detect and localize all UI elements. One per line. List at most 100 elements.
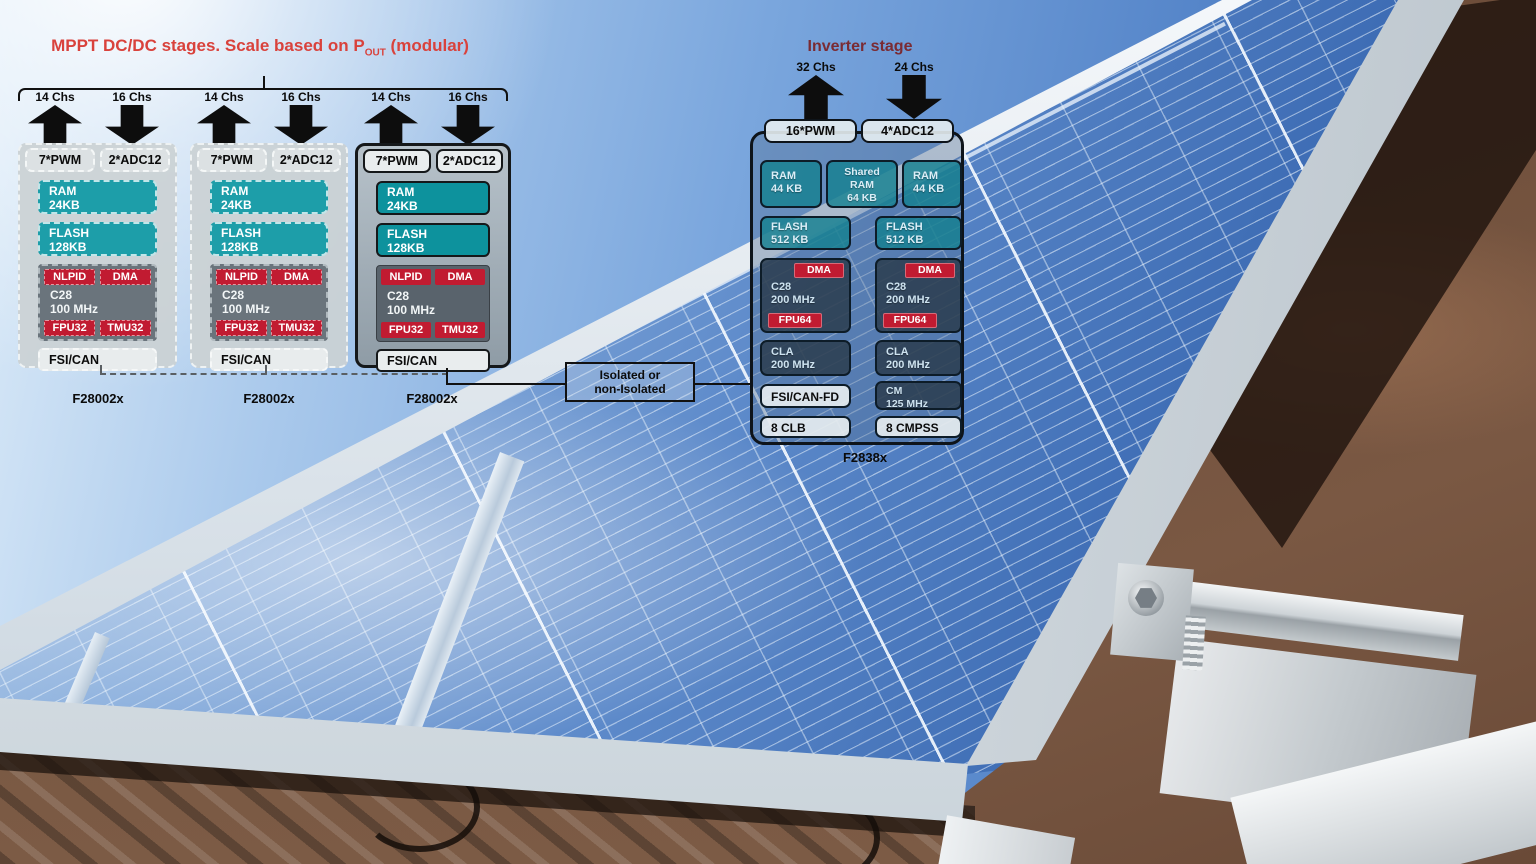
flash-label: FLASH	[771, 221, 808, 233]
nlpid-chip: NLPID	[381, 269, 431, 285]
ram-box: RAM 24KB	[38, 180, 157, 214]
cpu-cluster: NLPID DMA C28 100 MHz FPU32 TMU32	[210, 264, 328, 341]
cpu-speed: 200 MHz	[771, 294, 816, 307]
shared-ram-label: RAM	[850, 179, 874, 192]
cpu-name: C28	[50, 287, 73, 302]
cpu-cluster: NLPID DMA C28 100 MHz FPU32 TMU32	[376, 265, 490, 342]
channel-count-label: 16 Chs	[281, 90, 321, 104]
flash-label: FLASH	[387, 227, 427, 241]
cla-speed: 200 MHz	[886, 359, 931, 372]
title-text: (modular)	[385, 36, 469, 55]
cpu-name: C28	[387, 288, 410, 303]
cpu-label: C28 100 MHz	[381, 288, 485, 318]
ram-size-label: 44 KB	[771, 183, 803, 196]
fsi-can-box: FSI/CAN	[38, 348, 157, 371]
cpu-label: C28 100 MHz	[216, 287, 322, 317]
dma-chip: DMA	[99, 269, 151, 285]
ram-size-label: 24KB	[49, 197, 80, 212]
cpu-cluster: DMA C28 200 MHz FPU64	[760, 258, 851, 333]
flash-box: FLASH 128KB	[376, 223, 490, 257]
fpu32-chip: FPU32	[381, 322, 431, 338]
cpu-speed: 200 MHz	[886, 294, 931, 307]
channel-group: 16 Chs	[436, 90, 500, 145]
cpu-speed: 100 MHz	[222, 301, 271, 316]
modular-dashed-line	[100, 373, 448, 375]
flash-label: FLASH	[221, 226, 261, 240]
ram-box: RAM 44 KB	[760, 160, 822, 208]
nlpid-chip: NLPID	[44, 269, 96, 285]
cpu-name: C28	[886, 281, 907, 293]
fsi-can-box: FSI/CAN	[376, 349, 490, 372]
cable	[360, 762, 480, 852]
dma-chip: DMA	[905, 263, 955, 278]
bracket-tick	[263, 76, 265, 90]
ram-box: RAM 44 KB	[902, 160, 962, 208]
cla-speed: 200 MHz	[771, 359, 816, 372]
fsi-can-fd-box: FSI/CAN-FD	[760, 384, 851, 408]
ram-label: RAM	[913, 170, 939, 182]
cpu-name: C28	[222, 287, 245, 302]
cm-speed: 125 MHz	[886, 397, 929, 410]
fpu32-chip: FPU32	[44, 320, 96, 336]
mppt-section-title: MPPT DC/DC stages. Scale based on POUT (…	[20, 36, 500, 58]
ram-label: RAM	[771, 170, 797, 182]
up-arrow-icon	[788, 75, 844, 119]
pwm-io-box: 7*PWM	[197, 148, 267, 172]
cpu-cluster: NLPID DMA C28 100 MHz FPU32 TMU32	[38, 264, 157, 341]
pwm-io-box: 7*PWM	[363, 149, 431, 173]
flash-box: FLASH 128KB	[38, 222, 157, 256]
ram-label: RAM	[387, 185, 415, 199]
tmu32-chip: TMU32	[271, 320, 322, 336]
dma-chip: DMA	[435, 269, 485, 285]
mcu-module-f28002x: 7*PWM 2*ADC12 RAM 24KB FLASH 128KB NLPID…	[18, 143, 177, 371]
part-number-label: F28002x	[406, 391, 458, 406]
channel-group: 14 Chs	[359, 90, 423, 145]
connector-line	[446, 383, 566, 385]
cla-label: CLA	[771, 346, 794, 358]
adc-io-box: 2*ADC12	[271, 148, 341, 172]
channel-count-label: 14 Chs	[35, 90, 75, 104]
cla-label: CLA	[886, 346, 909, 358]
cpu-speed: 100 MHz	[387, 302, 436, 317]
cpu-name: C28	[771, 281, 792, 293]
isolated-link-box: Isolated or non-Isolated	[565, 362, 695, 402]
ram-box: RAM 24KB	[210, 180, 328, 214]
adc-io-box: 2*ADC12	[100, 148, 170, 172]
channel-count-label: 16 Chs	[112, 90, 152, 104]
cpu-cluster: DMA C28 200 MHz FPU64	[875, 258, 962, 333]
fpu64-chip: FPU64	[883, 313, 937, 328]
cla-box: CLA 200 MHz	[760, 340, 851, 376]
connector-line	[694, 383, 752, 385]
dma-chip: DMA	[271, 269, 322, 285]
cable	[740, 788, 880, 864]
dma-chip: DMA	[794, 263, 844, 278]
down-arrow-icon	[886, 75, 942, 119]
ram-label: RAM	[49, 184, 77, 198]
channel-count-label: 14 Chs	[371, 90, 411, 104]
up-arrow-icon	[28, 105, 82, 145]
shared-ram-box: Shared RAM 64 KB	[826, 160, 898, 208]
modular-dashed-stub	[265, 365, 267, 374]
fsi-can-box: FSI/CAN	[210, 348, 328, 371]
flash-size-label: 512 KB	[771, 234, 809, 247]
flash-box: FLASH 128KB	[210, 222, 328, 256]
flash-box: FLASH 512 KB	[875, 216, 962, 250]
pwm-io-box: 16*PWM	[764, 119, 857, 143]
link-label-line1: Isolated or	[599, 367, 661, 382]
channel-count-label: 16 Chs	[448, 90, 488, 104]
channel-group: 16 Chs	[100, 90, 164, 145]
cpu-label: C28 200 MHz	[886, 281, 960, 307]
channel-group: 24 Chs	[882, 60, 946, 119]
ram-size-label: 24KB	[387, 198, 418, 213]
flash-label: FLASH	[49, 226, 89, 240]
flash-size-label: 512 KB	[886, 234, 924, 247]
part-number-label: F28002x	[72, 391, 124, 406]
flash-label: FLASH	[886, 221, 923, 233]
tmu32-chip: TMU32	[99, 320, 151, 336]
channel-group: 14 Chs	[192, 90, 256, 145]
down-arrow-icon	[274, 105, 328, 145]
cm-box: CM 125 MHz	[875, 381, 962, 410]
cla-box: CLA 200 MHz	[875, 340, 962, 376]
down-arrow-icon	[441, 105, 495, 145]
